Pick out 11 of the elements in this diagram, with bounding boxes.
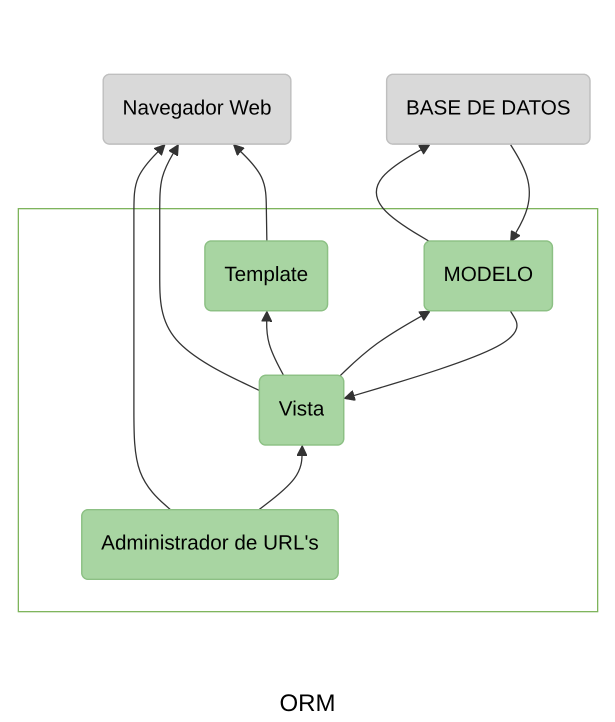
arrow	[338, 310, 430, 377]
arrow	[375, 144, 430, 242]
arrow	[510, 144, 530, 242]
arrow	[132, 144, 172, 511]
arrow	[158, 144, 260, 392]
arrow	[343, 311, 518, 401]
arrow	[260, 310, 284, 376]
layer-label: ORM	[280, 690, 336, 718]
arrow	[257, 445, 308, 511]
cluster	[17, 208, 598, 612]
arrow	[232, 144, 268, 242]
